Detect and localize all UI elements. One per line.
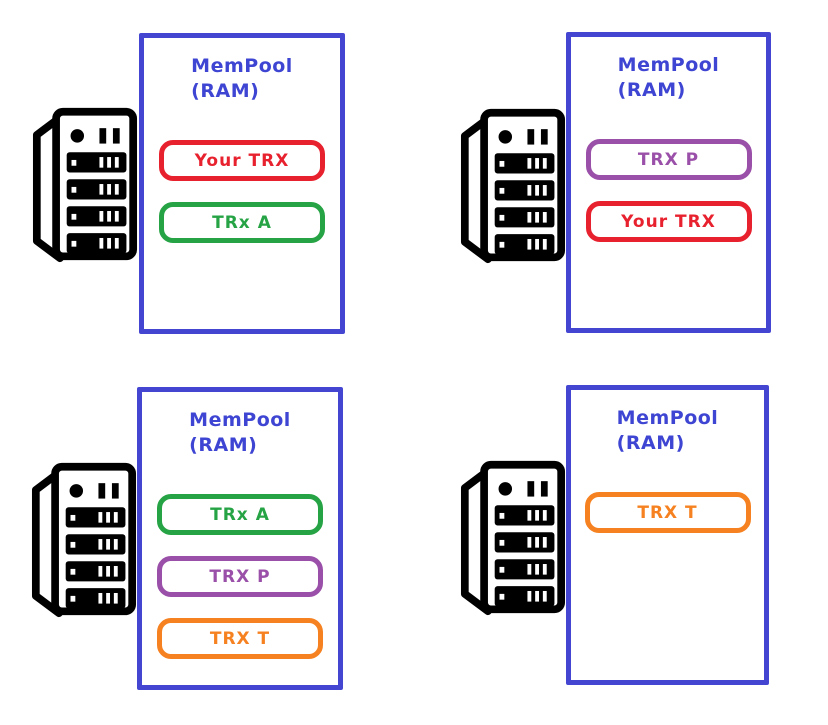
mempool-box: MemPool (RAM) Your TRX TRx A [139,33,345,334]
server-icon [454,459,572,621]
mempool-title: MemPool (RAM) [618,53,720,103]
mempool-title-line1: MemPool [189,409,291,431]
panel-bottom-right: MemPool (RAM) TRX T [414,362,828,725]
mempool-box: MemPool (RAM) TRx A TRX P TRX T [137,387,343,690]
trx-box-your-trx: Your TRX [585,201,752,242]
mempool-box: MemPool (RAM) TRX P Your TRX [566,32,771,333]
mempool-title-line2: (RAM) [191,80,260,102]
trx-box-trx-t: TRX T [584,492,751,533]
mempool-title-line2: (RAM) [617,79,686,101]
transaction-list: Your TRX TRx A [144,140,340,243]
trx-label: TRX T [637,502,698,523]
trx-label: TRX P [637,149,700,170]
mempool-title: MemPool (RAM) [617,406,719,456]
server-icon [454,107,572,269]
mempool-title-line2: (RAM) [189,434,258,456]
trx-box-trx-p: TRX P [585,139,752,180]
trx-label: TRx A [212,212,272,233]
trx-label: TRX P [209,566,271,587]
transaction-list: TRX P Your TRX [571,139,766,242]
mempool-title-line2: (RAM) [616,432,685,454]
trx-box-trx-a: TRx A [157,494,323,535]
trx-label: TRx A [210,504,270,525]
transaction-list: TRx A TRX P TRX T [142,494,338,659]
trx-label: Your TRX [621,211,716,232]
mempool-title-line1: MemPool [191,55,293,77]
mempool-title-line1: MemPool [616,407,719,429]
panel-top-right: MemPool (RAM) TRX P Your TRX [414,0,828,362]
server-icon [25,461,143,623]
trx-label: Your TRX [194,150,290,171]
trx-box-trx-p: TRX P [157,556,323,597]
mempool-box: MemPool (RAM) TRX T [566,385,769,685]
trx-label: TRX T [209,628,271,649]
server-icon [26,106,144,268]
trx-box-your-trx: Your TRX [159,140,325,181]
trx-box-trx-t: TRX T [157,618,323,659]
mempool-title: MemPool (RAM) [189,408,291,458]
transaction-list: TRX T [571,492,764,533]
panel-bottom-left: MemPool (RAM) TRx A TRX P TRX T [0,362,414,725]
trx-box-trx-a: TRx A [159,202,325,243]
mempool-title-line1: MemPool [617,54,720,76]
mempool-title: MemPool (RAM) [191,54,293,104]
panel-top-left: MemPool (RAM) Your TRX TRx A [0,0,414,362]
